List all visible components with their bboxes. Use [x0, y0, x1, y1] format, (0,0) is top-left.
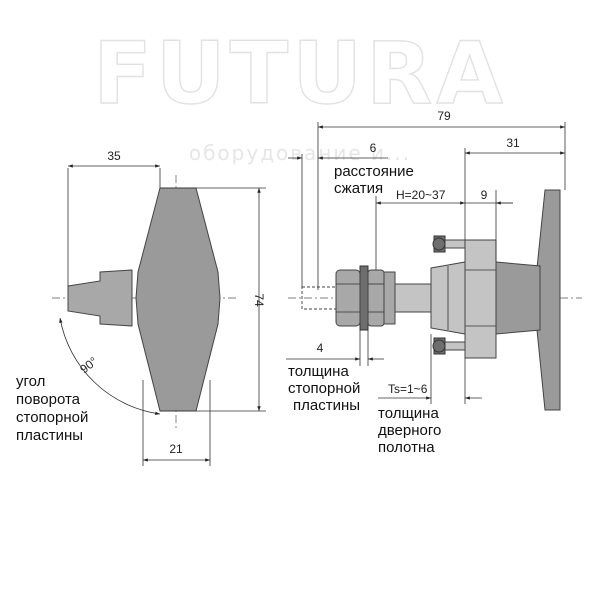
lock-plate-thickness-label: толщина стопорной пластины — [288, 363, 365, 414]
dim-ts: Ts=1~6 — [388, 382, 428, 396]
angle-90: 90° — [77, 354, 100, 376]
watermark-brand: FUTURA — [93, 24, 507, 124]
lock-plate — [359, 265, 369, 331]
angle-arc — [59, 317, 161, 416]
handle-neck — [495, 261, 541, 335]
dim-4: 4 — [317, 341, 324, 355]
rotation-angle-label: угол поворота стопорной пластины — [16, 373, 93, 444]
compression-distance-label: расстояние сжатия — [334, 163, 418, 197]
spindle — [394, 283, 432, 313]
dim-35: 35 — [107, 149, 121, 163]
screw-body-bottom — [444, 341, 466, 351]
door-thickness-label: толщина дверного полотна — [378, 405, 446, 456]
left-shaft — [67, 269, 133, 327]
dim-74: 74 — [252, 293, 266, 307]
dim-9: 9 — [481, 188, 488, 202]
left-lever-body — [135, 187, 221, 412]
dim-79: 79 — [437, 109, 451, 123]
watermark-tagline: оборудование и... — [189, 141, 411, 165]
washer — [382, 271, 396, 325]
mounting-plate — [464, 239, 497, 359]
dim-6: 6 — [370, 141, 377, 155]
nut-right — [367, 269, 385, 327]
right-view: 79 6 31 расстояние сжатия H=20~37 9 4 то… — [286, 109, 582, 456]
dim-21: 21 — [169, 442, 183, 456]
dim-h: H=20~37 — [396, 188, 446, 202]
left-view: 35 74 21 90° угол поворота стопорной пла… — [16, 149, 266, 466]
screw-body-top — [444, 239, 466, 249]
dim-31: 31 — [506, 136, 520, 150]
nut-left — [335, 269, 361, 327]
shaft-end — [301, 286, 337, 310]
